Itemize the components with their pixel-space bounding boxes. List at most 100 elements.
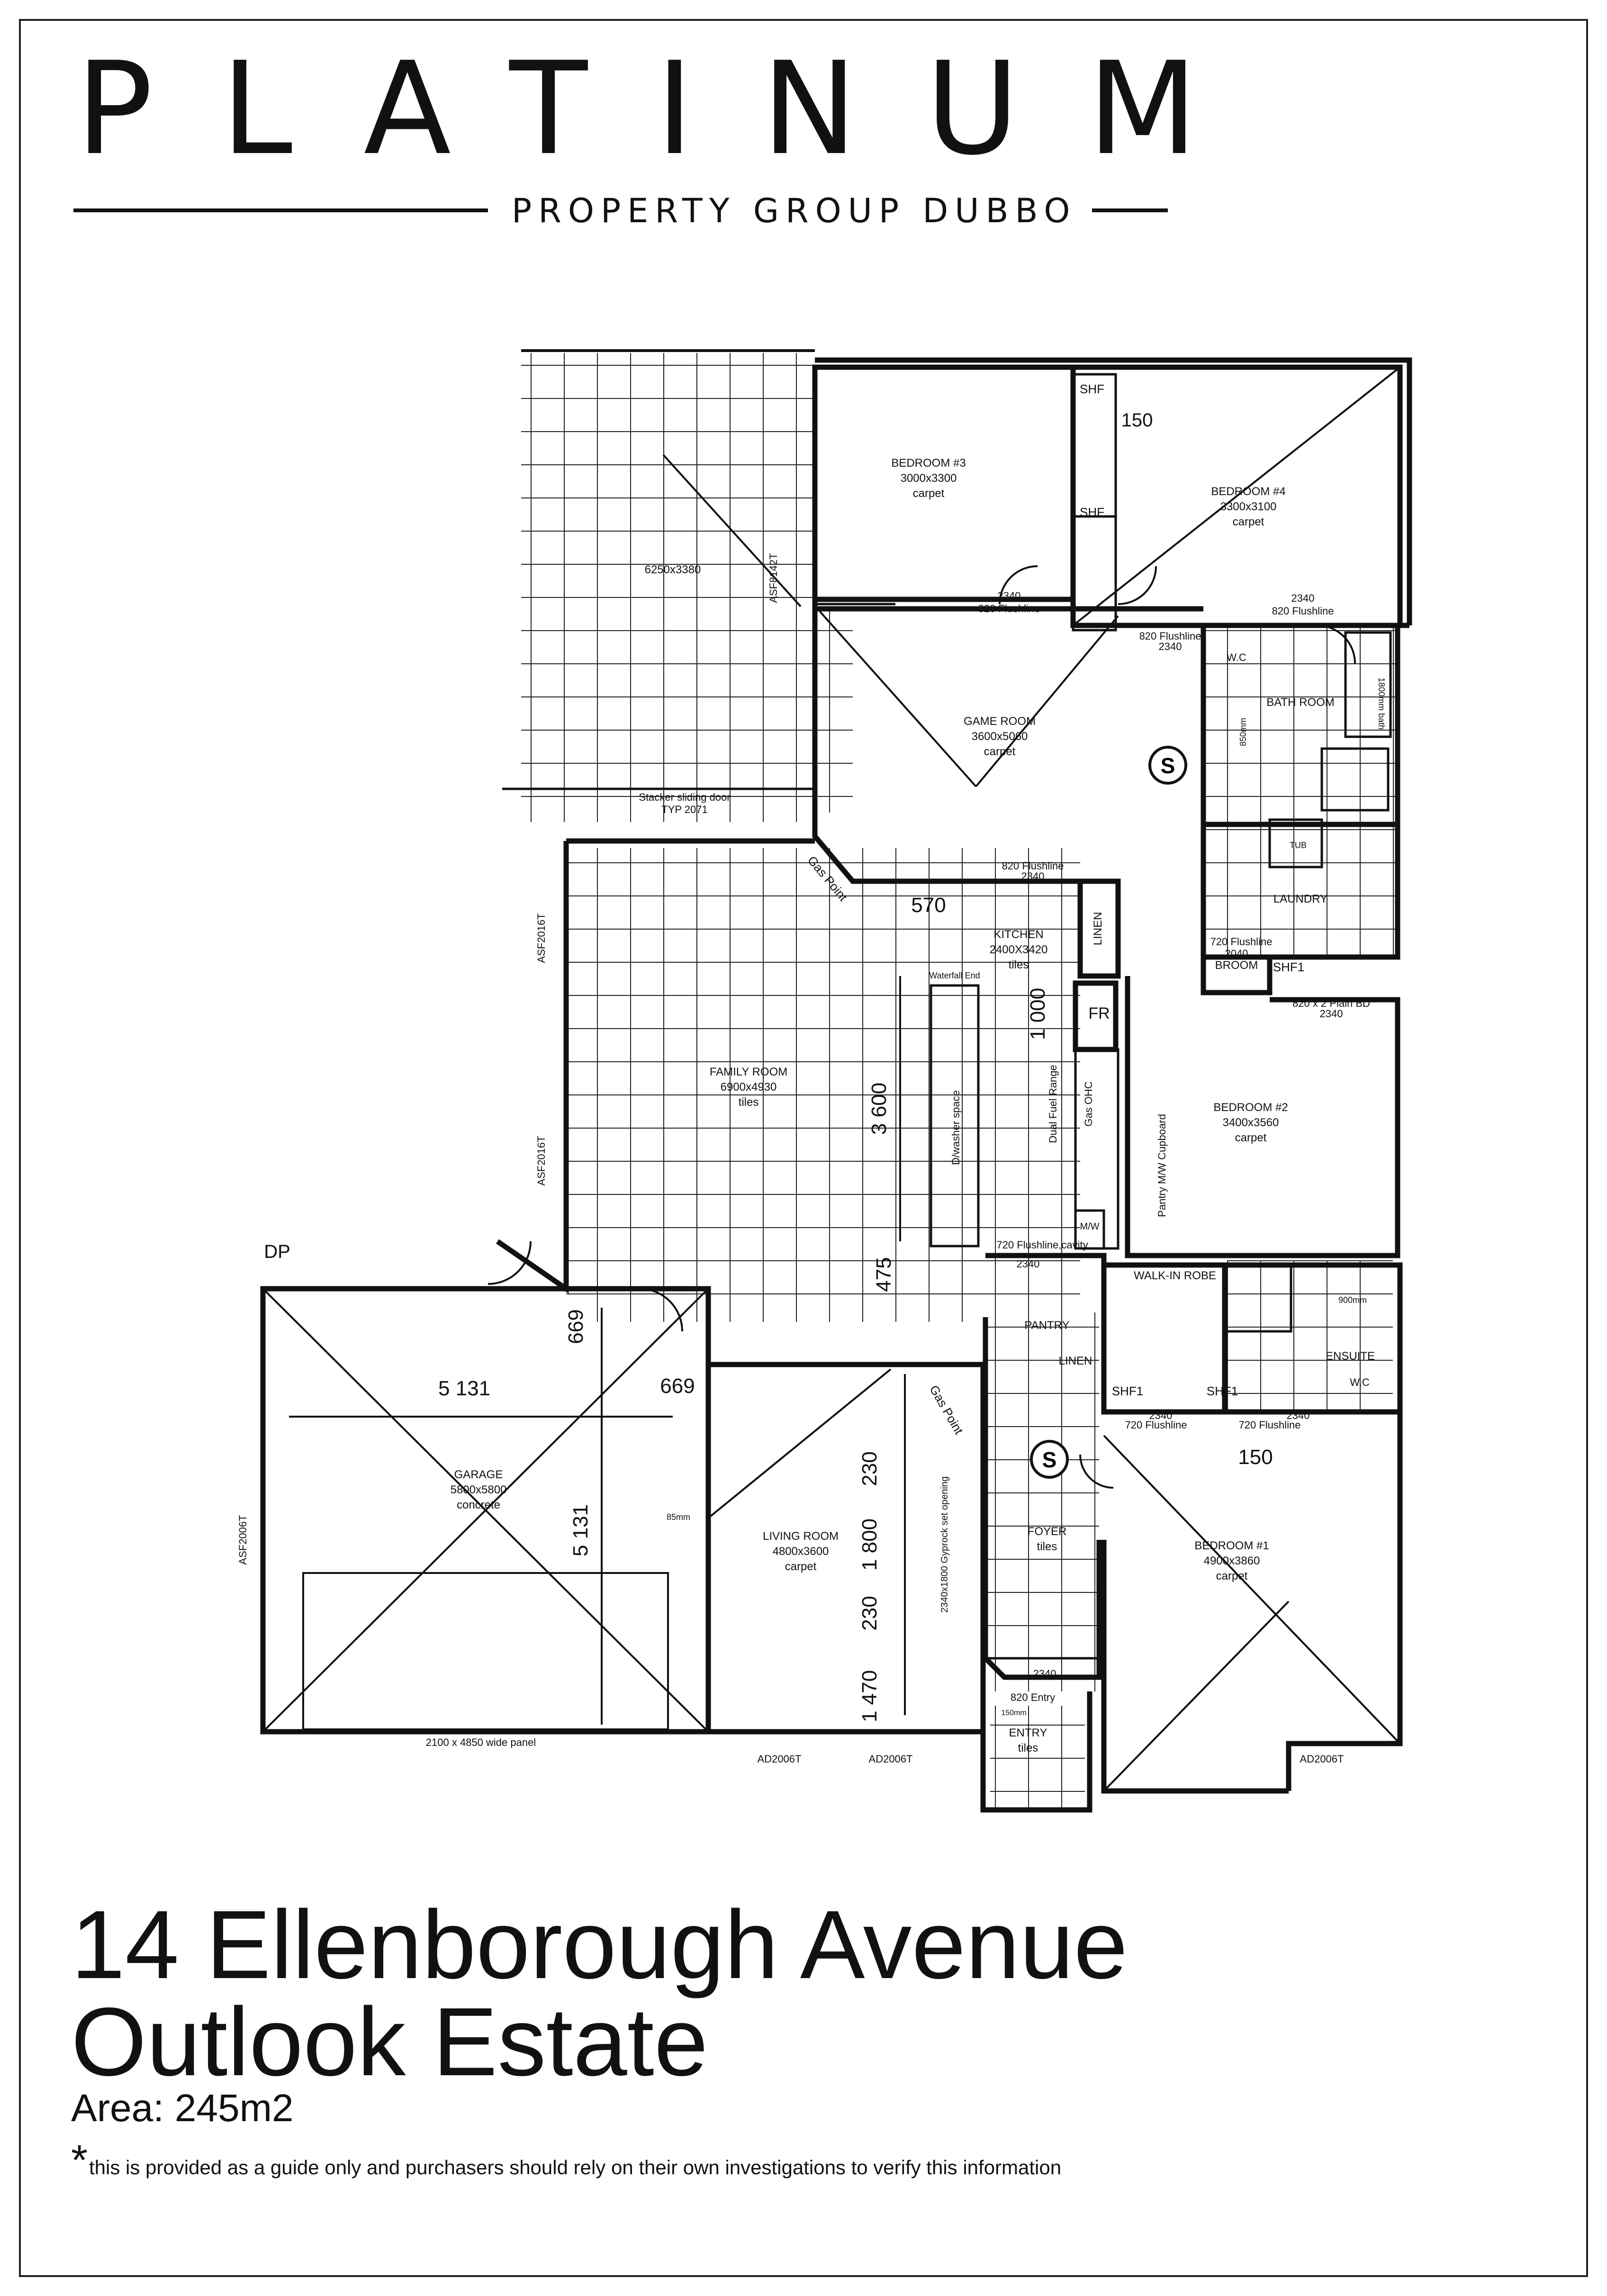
fridge-label: FR <box>1088 1004 1110 1022</box>
door-height-4: 2340 <box>1021 870 1045 882</box>
smoke-alarm-1-label: S <box>1161 753 1175 778</box>
door-bath <box>1317 624 1356 664</box>
bedroom1-name: BEDROOM #1 <box>1194 1539 1269 1552</box>
laundry-tub <box>1268 818 1323 868</box>
pantry-mw-label: Pantry M/W Cupboard <box>1156 1114 1168 1217</box>
dim-5131-v: 5 131 <box>569 1504 592 1556</box>
foyer-tiles <box>985 1312 1099 1691</box>
tiled-areas <box>521 353 1398 1812</box>
bedroom3-finish: carpet <box>913 487 945 500</box>
door-bed1 <box>1079 1454 1114 1489</box>
shf1-label-wir-2: SHF1 <box>1207 1384 1238 1398</box>
bedroom3-size: 3000x3300 <box>901 472 957 485</box>
bedroom1-walls <box>1104 1409 1403 1791</box>
door-height-7: 2340 <box>1017 1258 1040 1270</box>
shf-label-2: SHF <box>1080 505 1104 519</box>
dishwasher-label: D/washer space <box>950 1090 962 1165</box>
diag-living <box>710 1368 892 1517</box>
window-ad2006-1: AD2006T <box>758 1753 802 1765</box>
smoke-alarm-2-label: S <box>1042 1447 1057 1472</box>
vanity-bath: 850mm <box>1238 718 1248 746</box>
smoke-alarm-2 <box>1030 1440 1069 1479</box>
kitchen-bench <box>1074 1048 1119 1250</box>
door-height-8: 2340 <box>1149 1410 1173 1421</box>
living-name: LIVING ROOM <box>763 1530 839 1543</box>
dim-150-top: 150 <box>1121 410 1153 431</box>
door-height-5: 2040 <box>1225 948 1248 959</box>
address-line-1: 14 Ellenborough Avenue <box>71 1890 1128 1999</box>
diag-game-2 <box>975 615 1119 787</box>
opening-label: 2340x1800 Gyprock set opening <box>939 1476 950 1613</box>
broom-name: BROOM <box>1215 959 1258 972</box>
door-flush-9: 720 Flushline <box>1239 1419 1301 1431</box>
garage-size: 5800x5800 <box>451 1483 507 1496</box>
garage-door-panel <box>302 1572 669 1730</box>
dim-669-h: 669 <box>660 1374 695 1398</box>
linen2-name: LINEN <box>1059 1355 1092 1367</box>
garage-85-label: 85mm <box>667 1512 690 1522</box>
door-living <box>639 1288 683 1332</box>
bedroom1-bay <box>1101 1540 1289 1794</box>
door-flush-8: 720 Flushline <box>1125 1419 1187 1431</box>
door-height-2: 2340 <box>1159 641 1182 652</box>
gas-point-2: Gas Point <box>927 1383 966 1437</box>
diag-bed4 <box>1072 366 1401 626</box>
family-name: FAMILY ROOM <box>710 1066 787 1078</box>
window-asf8142: ASF8142T <box>767 553 779 603</box>
foyer-walls <box>983 1317 1102 1680</box>
disclaimer-text: this is provided as a guide only and pur… <box>89 2156 1062 2178</box>
bedroom1-size: 4900x3860 <box>1204 1555 1260 1567</box>
door-height-9: 2340 <box>1287 1410 1310 1421</box>
diag-game-1 <box>819 610 977 787</box>
kitchen-name: KITCHEN <box>993 928 1043 941</box>
waterfall-label: Waterfall End <box>929 971 980 980</box>
kitchen-size: 2400X3420 <box>990 943 1048 956</box>
wc-label-bath: W.C <box>1227 651 1246 663</box>
wc-label-ensuite: W.C <box>1350 1376 1370 1388</box>
foyer-finish: tiles <box>1037 1540 1057 1553</box>
wir-name: WALK-IN ROBE <box>1134 1269 1216 1282</box>
garage-finish: concrete <box>457 1499 500 1511</box>
brand-logo-text: PLATINUM <box>76 34 1266 183</box>
alfresco-size: 6250x3380 <box>645 563 701 576</box>
shf-label-1: SHF <box>1080 382 1104 396</box>
family-size: 6900x4930 <box>721 1081 777 1094</box>
pantry-name: PANTRY <box>1024 1319 1069 1332</box>
dimension-values: 3 600 1 000 570 475 669 669 5 131 5 131 … <box>438 894 1273 1722</box>
window-ad2006-3: AD2006T <box>1300 1753 1344 1765</box>
hall-tiles <box>815 609 853 813</box>
room-labels: 6250x3380 BEDROOM #3 3000x3300 carpet BE… <box>451 457 1375 1754</box>
dual-fuel-label: Dual Fuel Range <box>1047 1065 1059 1143</box>
entry-walls <box>980 1691 1092 1813</box>
game-finish: carpet <box>984 745 1016 758</box>
entry-tiles <box>990 1706 1085 1812</box>
dim-3600: 3 600 <box>867 1083 891 1135</box>
door-flush-1: 820 Flushline <box>978 603 1040 615</box>
dim-1000: 1 000 <box>1026 988 1049 1040</box>
cavity-label: 720 Flushline,cavity <box>996 1239 1088 1251</box>
disclaimer-asterisk: * <box>71 2137 88 2184</box>
linen-walls <box>1077 878 1121 979</box>
shf1-label-wir-1: SHF1 <box>1112 1384 1143 1398</box>
broom-walls <box>1201 954 1273 995</box>
door-height-1: 2340 <box>998 590 1021 602</box>
laundry-tiles <box>1203 843 1398 957</box>
subtitle-rule-left <box>73 208 488 212</box>
door-swings <box>488 565 1356 1489</box>
bath-tiles <box>1203 625 1398 843</box>
laundry-name: LAUNDRY <box>1273 893 1327 905</box>
shower <box>1320 747 1390 812</box>
kitchen-tiles <box>848 881 1080 1251</box>
bedroom4-name: BEDROOM #4 <box>1211 485 1285 498</box>
bedroom3-name: BEDROOM #3 <box>891 457 966 470</box>
dim-230-2: 230 <box>858 1596 881 1630</box>
diag-garage-2 <box>262 1288 709 1733</box>
door-height-3: 2340 <box>1291 592 1315 604</box>
dim-475: 475 <box>872 1257 895 1292</box>
bedroom4-size: 3300x3100 <box>1220 500 1277 513</box>
tub-label: TUB <box>1290 841 1307 850</box>
bedroom4-finish: carpet <box>1233 515 1264 528</box>
stacker-label: Stacker sliding door <box>639 791 730 803</box>
dim-230-1: 230 <box>858 1451 881 1486</box>
